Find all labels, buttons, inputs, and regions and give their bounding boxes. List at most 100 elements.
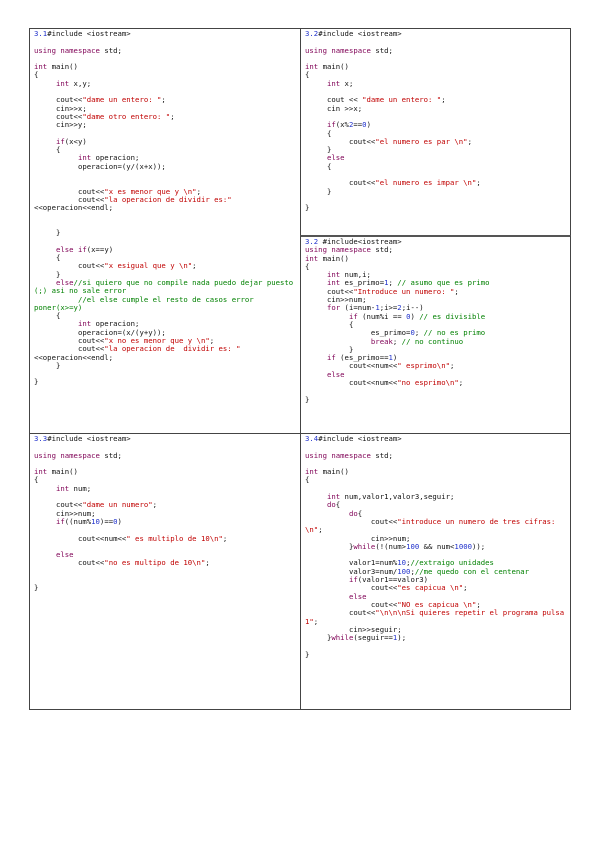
code-line: int operacion;	[34, 153, 140, 162]
code-token: #include<iostream>	[318, 237, 402, 246]
code-token: 0	[406, 311, 411, 321]
code-token: }	[305, 633, 332, 643]
code-token: 3.2	[305, 29, 319, 38]
code-token: namespace	[331, 450, 371, 460]
code-token: "la operacion de dividir es:"	[104, 194, 232, 204]
code-line: {	[305, 320, 353, 329]
code-line: break; // no continuo	[305, 337, 463, 346]
code-line: cout<<"el numero es par \n";	[305, 137, 472, 146]
code-token: //extraigo unidades	[410, 558, 494, 568]
code-token: break	[370, 336, 393, 346]
code-token: num,valor1,valor3,seguir;	[340, 492, 455, 502]
code-token: }	[34, 269, 61, 279]
code-token: x,y;	[69, 78, 92, 88]
code-line: cin>>num;	[34, 509, 96, 518]
code-token: int	[326, 270, 341, 280]
code-token: namespace	[60, 450, 100, 460]
code-line: do{	[305, 500, 340, 509]
code-token: cout<<	[305, 583, 398, 593]
code-token: valor3=num/	[305, 566, 398, 576]
code-token: else	[326, 369, 345, 379]
code-line: else//si quiero que no compile nada pued…	[34, 278, 298, 295]
code-token: int	[305, 62, 319, 72]
code-token: {	[34, 70, 39, 80]
code-token: main()	[47, 467, 78, 477]
code-token: cout<<	[305, 599, 398, 609]
code-token: ;	[209, 335, 215, 345]
code-token: int	[34, 467, 48, 477]
code-line: else if(x==y)	[34, 245, 113, 254]
code-token: ;	[449, 361, 455, 371]
code-token: std;	[370, 450, 393, 460]
code-token: num,i;	[340, 270, 371, 280]
code-token: ;	[441, 95, 446, 105]
code-line: {	[305, 262, 309, 271]
code-token: // es divisible	[414, 311, 486, 321]
code-token: 2	[397, 303, 402, 313]
code-token: int	[77, 319, 92, 329]
code-line: 3.4#include <iostream>	[305, 434, 402, 443]
code-line: cout<<"x esigual que y \n";	[34, 261, 197, 270]
code-line: using namespace std;	[34, 46, 122, 55]
code-token: }	[305, 344, 354, 354]
code-line: {	[34, 475, 38, 484]
code-line: else	[305, 153, 345, 162]
code-token: while	[353, 541, 376, 551]
code-line: //el else cumple el resto de casos error…	[34, 295, 258, 312]
code-token: cin>>num;	[34, 508, 96, 518]
code-line: }	[305, 650, 309, 659]
code-token: {	[34, 311, 61, 321]
code-token: #include <iostream>	[47, 434, 131, 443]
code-token: cout<<	[34, 558, 105, 568]
code-token: )	[410, 311, 415, 321]
code-token: }	[305, 649, 310, 659]
code-token: ;	[392, 336, 398, 346]
code-token: {	[305, 475, 310, 485]
code-token: es_primo=	[340, 278, 385, 288]
code-token: " esprimo\n"	[397, 361, 450, 371]
code-token: 10	[397, 558, 407, 568]
code-token: (num%i ==	[357, 311, 407, 321]
code-line: if(x%2==0)	[305, 120, 371, 129]
code-line: cin >>x;	[305, 104, 362, 113]
code-token: (seguir==	[353, 633, 393, 643]
code-token: cout<<	[34, 186, 105, 196]
code-token: }	[305, 145, 332, 155]
code-line: {	[34, 145, 60, 154]
code-token: valor1=num%	[305, 558, 398, 568]
code-token: // asumo que es primo	[392, 278, 490, 288]
code-token: cin >>x;	[305, 103, 363, 113]
code-line: if (num%i == 0) // es divisible	[305, 312, 485, 321]
code-line: {	[305, 70, 309, 79]
code-line: int main()	[305, 62, 349, 71]
cell-exercise-3-2-primo: 3.2 #include<iostream> using namespace s…	[300, 235, 571, 434]
code-token: ;	[467, 136, 472, 146]
cell-exercise-3-3: 3.3#include <iostream> using namespace s…	[29, 433, 301, 710]
code-token: cin>>num;	[305, 533, 411, 543]
code-token: // no continuo	[397, 336, 464, 346]
code-token: );	[397, 633, 407, 643]
code-block: 3.2#include <iostream> using namespace s…	[301, 29, 570, 213]
code-token: }	[305, 186, 332, 196]
code-token: (x%	[335, 120, 349, 130]
code-token: int	[55, 78, 70, 88]
code-token: {	[305, 261, 310, 271]
code-token: 1	[375, 303, 380, 313]
code-line: cout<<"es capicua \n";	[305, 583, 468, 592]
code-token: using	[305, 45, 327, 55]
code-token: using	[305, 450, 327, 460]
code-line: cout<<"dame otro entero: ";	[34, 112, 175, 121]
code-token: if	[348, 311, 358, 321]
code-token	[34, 484, 56, 493]
code-line: int main()	[305, 254, 349, 263]
code-token: es_primo=	[305, 328, 411, 338]
code-line: else	[305, 592, 367, 601]
code-token: cout<<	[34, 194, 105, 204]
cell-exercise-3-1: 3.1#include <iostream> using namespace s…	[29, 28, 301, 434]
code-token: 1	[384, 278, 389, 288]
code-token: "x esigual que y \n"	[104, 261, 193, 271]
code-token: "no esprimo\n"	[397, 378, 459, 388]
code-line: }	[305, 395, 309, 404]
code-line: cout<<num<<"no esprimo\n";	[305, 378, 463, 387]
code-token: //me quedo con el centenar	[414, 566, 530, 576]
